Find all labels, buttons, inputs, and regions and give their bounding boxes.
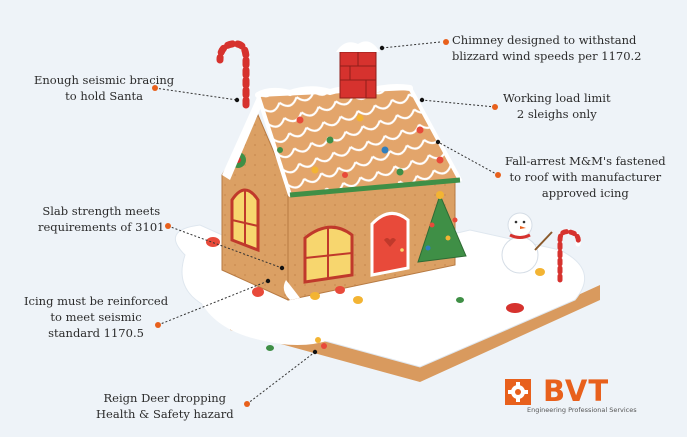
callout-working-load: Working load limit 2 sleighs only [503,91,611,121]
chimney [336,41,380,99]
callout-fall-arrest: Fall-arrest M&M's fastened to roof with … [505,154,666,200]
roof-candies [277,114,444,178]
snowman [501,212,553,274]
front-wall [283,174,456,301]
callout-reign-deer: Reign Deer dropping Health & Safety haza… [96,391,234,421]
leader-lines [154,41,499,405]
logo-wordmark: BVT [543,374,610,408]
callout-icing-reinforced: Icing must be reinforced to meet seismic… [24,294,169,340]
callout-seismic-bracing: Enough seismic bracing to hold Santa [34,73,175,103]
gear-icon [505,379,531,405]
christmas-tree [417,191,467,263]
candy-cane-ground [557,229,581,283]
leader-dots [234,45,441,355]
callout-slab-strength: Slab strength meets requirements of 3101 [38,204,165,234]
candy-cane-roof [216,40,250,109]
roof [222,84,462,198]
callout-chimney: Chimney designed to withstand blizzard w… [452,33,642,63]
logo-tagline: Engineering Professional Services [527,406,637,414]
scattered-candies [206,237,545,351]
callout-bullets [152,39,501,407]
